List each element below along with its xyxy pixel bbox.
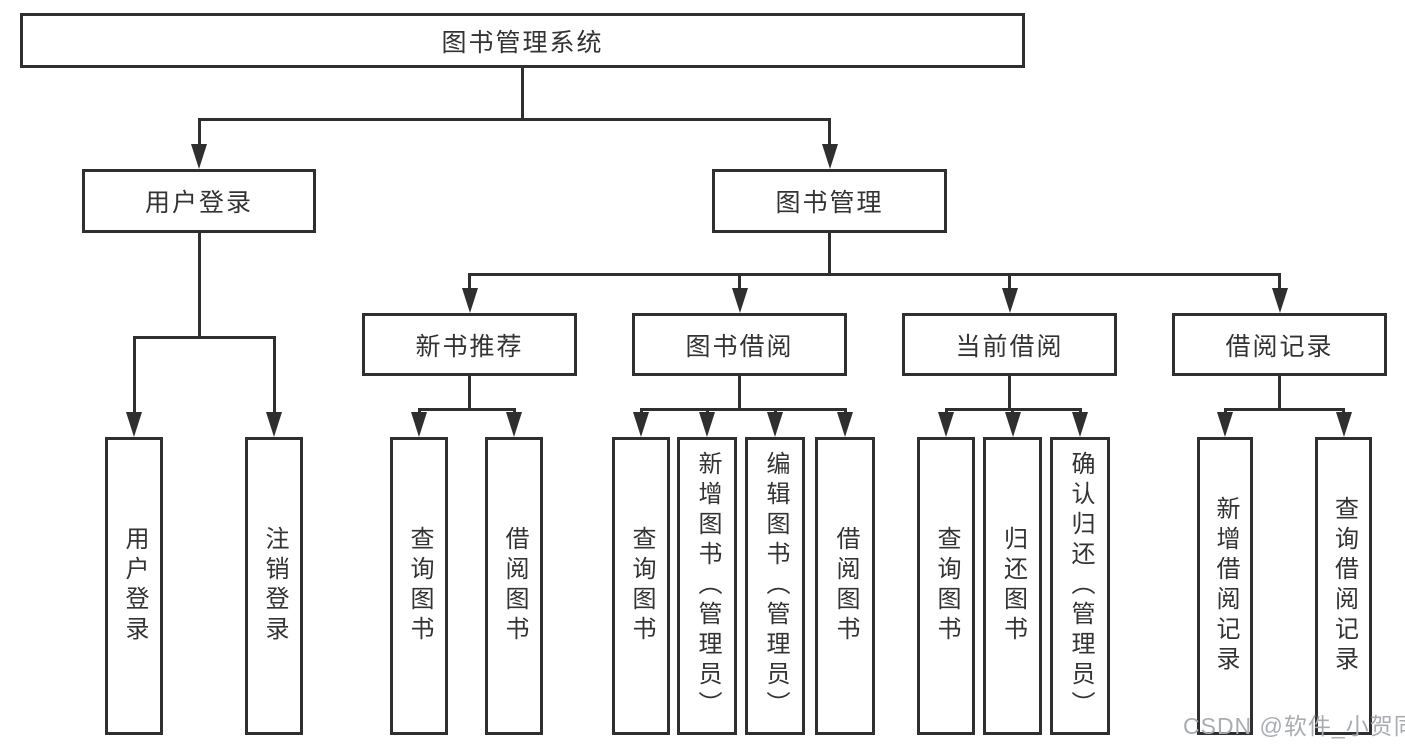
connector-segment: [639, 408, 847, 411]
node-label: 当前借阅: [955, 332, 1064, 361]
connector-segment: [272, 336, 276, 417]
node-label: 用户登录: [144, 189, 253, 217]
connector-segment: [738, 376, 741, 411]
arrowhead-down-icon: [767, 412, 783, 437]
node-leaf-add-record: 新增借阅记录: [1197, 437, 1253, 735]
connector-segment: [132, 336, 276, 339]
node-label: 确认归还（管理员）: [1067, 451, 1094, 721]
arrowhead-down-icon: [938, 412, 954, 437]
arrowhead-down-icon: [821, 144, 838, 169]
node-label: 新增图书（管理员）: [694, 451, 721, 721]
arrowhead-down-icon: [191, 144, 207, 169]
node-leaf-return-book: 归还图书: [983, 437, 1042, 735]
node-leaf-query-book-1: 查询图书: [390, 437, 448, 735]
node-label: 图书管理系统: [441, 28, 604, 57]
connector-segment: [1008, 376, 1011, 411]
node-label: 借阅记录: [1225, 332, 1334, 361]
connector-segment: [1223, 408, 1345, 411]
arrowhead-down-icon: [1271, 288, 1288, 313]
connector-segment: [521, 68, 524, 121]
connector-segment: [468, 273, 471, 293]
arrowhead-down-icon: [699, 412, 715, 437]
arrowhead-down-icon: [126, 412, 142, 437]
connector-segment: [828, 233, 831, 276]
arrowhead-down-icon: [266, 412, 282, 437]
arrowhead-down-icon: [411, 412, 427, 437]
node-label: 归还图书: [999, 526, 1027, 646]
arrowhead-down-icon: [1217, 412, 1233, 437]
connector-segment: [417, 408, 516, 411]
node-leaf-edit-book: 编辑图书（管理员）: [745, 437, 805, 735]
arrowhead-down-icon: [731, 288, 748, 313]
node-label: 新增借阅记录: [1212, 496, 1239, 676]
arrowhead-down-icon: [633, 412, 649, 437]
connector-segment: [738, 273, 741, 293]
arrowhead-down-icon: [506, 412, 522, 437]
node-borrow-records: 借阅记录: [1172, 313, 1387, 376]
node-new-book-rec: 新书推荐: [362, 313, 577, 376]
connector-segment: [468, 273, 1281, 276]
node-leaf-query-record: 查询借阅记录: [1315, 437, 1372, 735]
node-book-borrow: 图书借阅: [632, 313, 847, 376]
node-leaf-query-book-2: 查询图书: [612, 437, 670, 735]
node-leaf-logout: 注销登录: [245, 437, 303, 735]
node-label: 用户登录: [121, 526, 148, 646]
connector-segment: [197, 233, 201, 339]
node-user-login: 用户登录: [82, 169, 316, 233]
node-leaf-borrow-book-2: 借阅图书: [815, 437, 875, 735]
node-label: 注销登录: [261, 526, 288, 646]
connector-segment: [828, 118, 831, 149]
arrowhead-down-icon: [1001, 288, 1018, 313]
watermark: CSDN @软件_小贺同学: [1183, 713, 1405, 739]
node-book-mgmt: 图书管理: [712, 169, 947, 233]
node-label: 图书借阅: [685, 332, 794, 361]
node-label: 编辑图书（管理员）: [762, 451, 789, 721]
connector-segment: [1278, 273, 1281, 293]
connector-segment: [1008, 273, 1011, 293]
arrowhead-down-icon: [1335, 412, 1352, 437]
node-root: 图书管理系统: [20, 13, 1025, 68]
arrowhead-down-icon: [461, 288, 478, 313]
node-label: 图书管理: [775, 189, 884, 217]
node-leaf-user-login: 用户登录: [105, 437, 163, 735]
node-label: 借阅图书: [832, 526, 859, 646]
node-label: 查询图书: [406, 526, 433, 646]
node-label: 查询图书: [933, 526, 960, 646]
connector-segment: [468, 376, 471, 411]
arrowhead-down-icon: [1004, 412, 1021, 437]
arrowhead-down-icon: [1072, 412, 1088, 437]
arrowhead-down-icon: [837, 412, 853, 437]
node-leaf-query-book-3: 查询图书: [917, 437, 975, 735]
node-leaf-borrow-book-1: 借阅图书: [485, 437, 543, 735]
connector-segment: [132, 336, 136, 417]
node-current-borrow: 当前借阅: [902, 313, 1117, 376]
connector-segment: [1278, 376, 1281, 411]
node-leaf-add-book: 新增图书（管理员）: [677, 437, 737, 735]
node-label: 新书推荐: [415, 332, 524, 361]
node-leaf-confirm-return: 确认归还（管理员）: [1050, 437, 1110, 735]
node-label: 查询借阅记录: [1330, 496, 1358, 676]
connector-segment: [197, 118, 201, 149]
connector-segment: [197, 118, 831, 121]
node-label: 查询图书: [628, 526, 655, 646]
node-label: 借阅图书: [501, 526, 528, 646]
